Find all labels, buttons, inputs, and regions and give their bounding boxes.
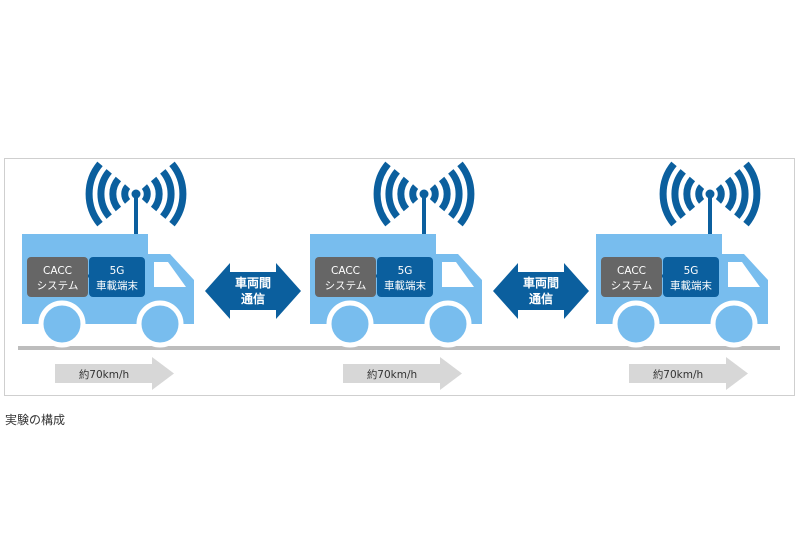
terminal-label-line2: 車載端末 (670, 279, 712, 292)
v2v-comm-arrow-2: 車両間 通信 (493, 263, 589, 319)
antenna-icon (85, 161, 187, 236)
comm-label-line2: 通信 (529, 291, 553, 306)
terminal-label-line1: 5G (684, 265, 699, 277)
truck-1: CACC システム 5G 車載端末 約70km/h (22, 161, 194, 390)
double-arrow-icon (205, 263, 301, 319)
truck-2: CACC システム 5G 車載端末 約70km/h (310, 161, 482, 390)
truck-wheel-rear (38, 300, 86, 348)
cacc-label-line1: CACC (331, 265, 360, 277)
truck-window (728, 262, 760, 287)
terminal-label-line2: 車載端末 (384, 279, 426, 292)
comm-label-line1: 車両間 (523, 275, 559, 290)
truck-window (442, 262, 474, 287)
cacc-label-line2: システム (325, 280, 367, 292)
road-line (18, 346, 780, 350)
speed-arrow (343, 357, 462, 390)
antenna-icon (659, 161, 761, 236)
figure-caption: 実験の構成 (5, 413, 66, 427)
speed-arrow (629, 357, 748, 390)
terminal-box (663, 257, 719, 297)
terminal-label-line1: 5G (398, 265, 413, 277)
truck-window (154, 262, 186, 287)
terminal-label-line2: 車載端末 (96, 279, 138, 292)
v2v-comm-arrow-1: 車両間 通信 (205, 263, 301, 319)
double-arrow-icon (493, 263, 589, 319)
comm-label-line2: 通信 (241, 291, 265, 306)
cacc-label-line2: システム (611, 280, 653, 292)
truck-wheel-front (136, 300, 184, 348)
truck-wheel-rear (612, 300, 660, 348)
cacc-box (315, 257, 376, 297)
antenna-icon (373, 161, 475, 236)
terminal-label-line1: 5G (110, 265, 125, 277)
speed-arrow (55, 357, 174, 390)
speed-label: 約70km/h (79, 368, 129, 381)
cacc-label-line1: CACC (43, 265, 72, 277)
truck-3: CACC システム 5G 車載端末 約70km/h (596, 161, 768, 390)
truck-wheel-rear (326, 300, 374, 348)
speed-label: 約70km/h (367, 368, 417, 381)
comm-label-line1: 車両間 (235, 275, 271, 290)
cacc-label-line1: CACC (617, 265, 646, 277)
cacc-box (27, 257, 88, 297)
truck-wheel-front (710, 300, 758, 348)
speed-label: 約70km/h (653, 368, 703, 381)
terminal-box (89, 257, 145, 297)
truck-wheel-front (424, 300, 472, 348)
terminal-box (377, 257, 433, 297)
cacc-label-line2: システム (37, 280, 79, 292)
cacc-box (601, 257, 662, 297)
